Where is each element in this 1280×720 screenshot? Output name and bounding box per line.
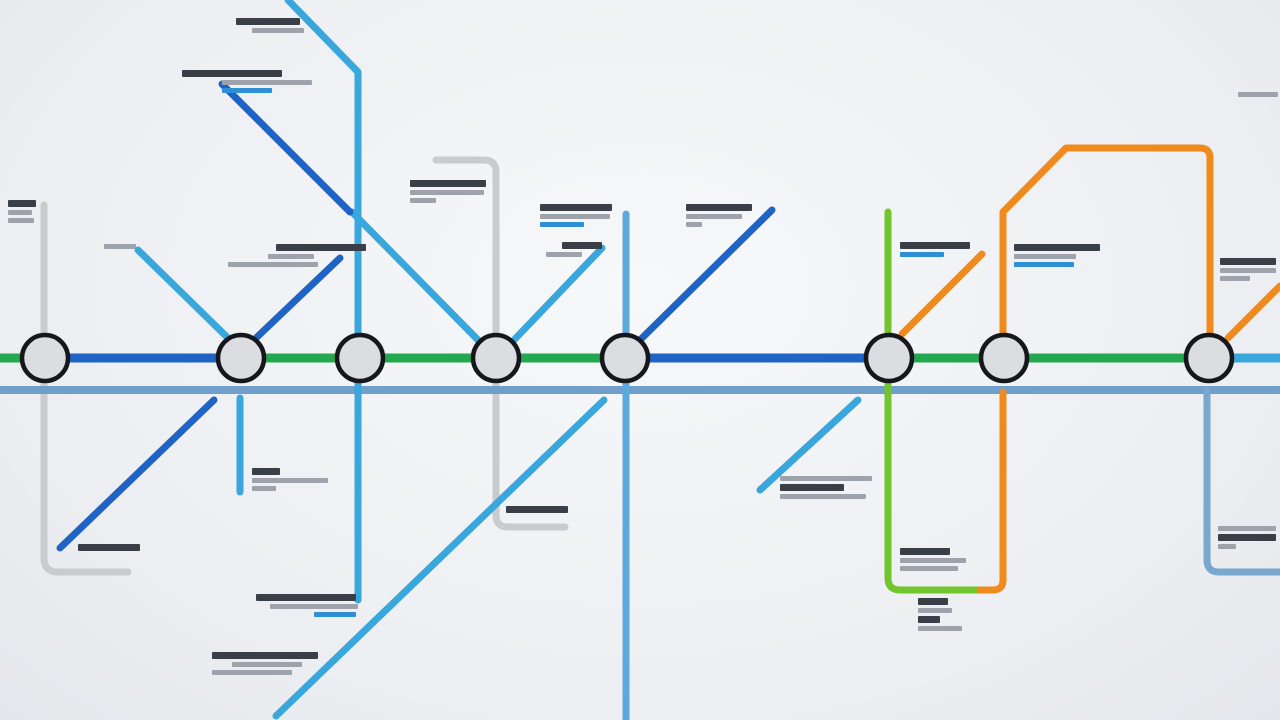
light-blue-line-diagonal-2 bbox=[348, 208, 484, 346]
station-4[interactable] bbox=[470, 332, 522, 384]
station-6[interactable] bbox=[863, 332, 915, 384]
station-label-block bbox=[686, 204, 752, 230]
station-label-block bbox=[252, 468, 328, 494]
orange-line-right-diagonal bbox=[1224, 282, 1280, 342]
blue-line-diagonal-top bbox=[218, 80, 354, 216]
blue-line-diagonal-3 bbox=[636, 206, 776, 344]
light-blue-line-diagonal-1 bbox=[134, 246, 234, 344]
station-label-block bbox=[256, 594, 358, 620]
station-label-block bbox=[228, 244, 366, 270]
light-blue-line-diagonal-3 bbox=[510, 244, 606, 344]
orange-line-loop bbox=[999, 144, 1214, 344]
blue-line-diagonal-2 bbox=[252, 254, 344, 342]
station-label-block bbox=[918, 598, 962, 634]
station-2[interactable] bbox=[215, 332, 267, 384]
station-label-block bbox=[546, 242, 602, 260]
stations bbox=[19, 332, 1235, 384]
station-label-block bbox=[410, 180, 486, 206]
blue-line-lower-diagonal bbox=[56, 396, 218, 552]
lime-line bbox=[884, 208, 984, 594]
station-label-block bbox=[212, 652, 318, 678]
station-label-block bbox=[1014, 244, 1100, 270]
station-8[interactable] bbox=[1183, 332, 1235, 384]
orange-line-diagonal bbox=[898, 250, 986, 338]
orange-line-lower bbox=[976, 388, 1007, 594]
steel-line-right bbox=[1203, 386, 1280, 576]
light-blue-line-right-diagonal bbox=[756, 396, 862, 494]
station-5[interactable] bbox=[599, 332, 651, 384]
station-label-block bbox=[900, 548, 966, 574]
station-label-block bbox=[780, 476, 872, 502]
station-label-block bbox=[1238, 92, 1278, 100]
station-label-block bbox=[236, 18, 304, 36]
grey-line-left bbox=[40, 201, 132, 576]
light-blue-line-top bbox=[284, 0, 362, 604]
station-7[interactable] bbox=[978, 332, 1030, 384]
station-label-block bbox=[104, 244, 136, 252]
station-label-block bbox=[78, 544, 140, 554]
station-label-block bbox=[900, 242, 970, 260]
station-label-block bbox=[1220, 258, 1276, 284]
station-label-block bbox=[1218, 526, 1276, 552]
light-blue-line-lower-diagonal bbox=[272, 396, 608, 720]
station-1[interactable] bbox=[19, 332, 71, 384]
station-label-block bbox=[182, 70, 312, 96]
station-3[interactable] bbox=[334, 332, 386, 384]
station-label-block bbox=[506, 506, 568, 516]
station-label-block bbox=[8, 200, 36, 226]
station-label-block bbox=[540, 204, 612, 230]
